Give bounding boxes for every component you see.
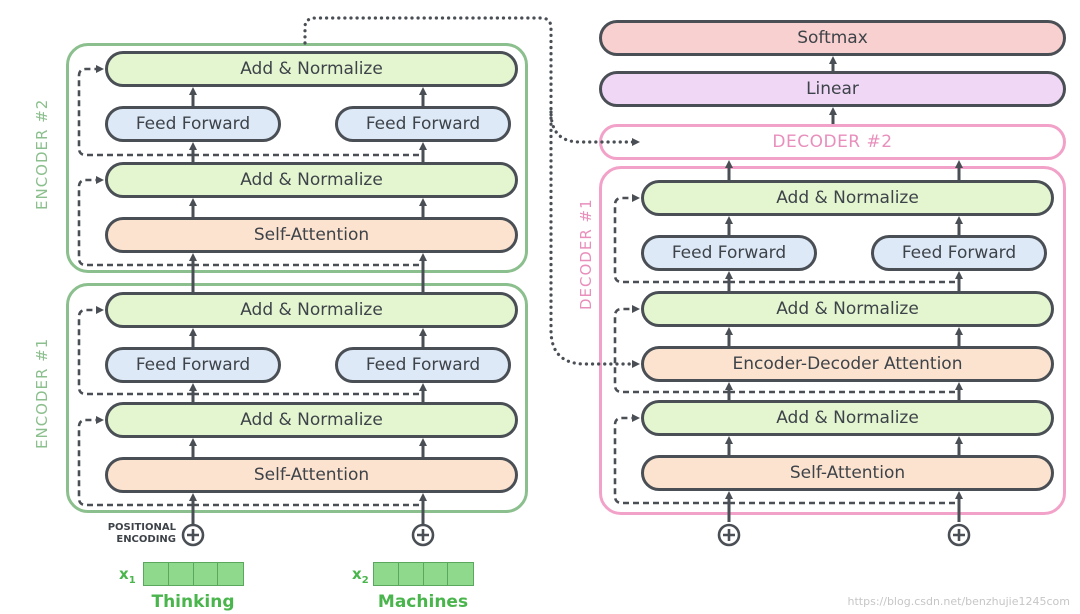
decoder-2-label: DECODER #2 — [772, 132, 893, 152]
positional-encoding-label: POSITIONAL ENCODING — [107, 522, 176, 545]
encoder-1-stack — [66, 283, 528, 513]
dec1-add-normalize-mid: Add & Normalize — [641, 291, 1054, 327]
enc1-add-normalize-top: Add & Normalize — [105, 292, 518, 328]
x1-embedding-vector — [143, 562, 244, 586]
x2-label: x2 — [352, 565, 369, 586]
dec1-add-normalize-top: Add & Normalize — [641, 180, 1054, 216]
input-word-machines: Machines — [377, 592, 469, 612]
watermark: https://blog.csdn.net/benzhujie1245com — [847, 595, 1070, 608]
dec1-feed-forward-left: Feed Forward — [641, 235, 817, 271]
dec1-add-normalize-bottom: Add & Normalize — [641, 400, 1054, 436]
enc1-residual-ffn — [77, 310, 423, 396]
vector-cell — [374, 563, 399, 585]
dec1-residual-ffn — [613, 198, 959, 284]
x2-embedding-vector — [373, 562, 474, 586]
x1-var: x — [119, 565, 129, 583]
x1-sub: 1 — [128, 575, 136, 586]
vector-cell — [168, 563, 194, 585]
enc1-residual-attention — [77, 420, 423, 507]
enc2-self-attention: Self-Attention — [105, 217, 518, 253]
dec1-residual-enc-dec — [613, 309, 959, 394]
enc2-residual-attention — [77, 180, 423, 267]
enc2-add-normalize-top: Add & Normalize — [105, 51, 518, 87]
x2-sub: 2 — [361, 575, 369, 586]
enc1-feed-forward-right: Feed Forward — [335, 347, 511, 383]
vector-cell — [448, 563, 473, 585]
enc2-add-normalize-bottom: Add & Normalize — [105, 162, 518, 198]
dec1-self-attention: Self-Attention — [641, 455, 1054, 491]
enc2-residual-ffn — [77, 69, 423, 157]
positional-encoding-plus-icon — [181, 523, 205, 547]
positional-encoding-plus-icon — [947, 523, 971, 547]
x2-var: x — [352, 565, 362, 583]
encoder-2-stack — [66, 43, 528, 273]
dec1-feed-forward-right: Feed Forward — [871, 235, 1047, 271]
enc1-self-attention: Self-Attention — [105, 457, 518, 493]
positional-encoding-plus-icon — [717, 523, 741, 547]
decoder-2-stack: DECODER #2 — [599, 124, 1066, 160]
vector-cell — [218, 563, 243, 585]
enc1-feed-forward-left: Feed Forward — [105, 347, 281, 383]
softmax-layer: Softmax — [599, 20, 1066, 56]
arrow-layer — [77, 16, 971, 547]
enc1-add-normalize-bottom: Add & Normalize — [105, 402, 518, 438]
vector-cell — [193, 563, 219, 585]
positional-encoding-plus-icon — [411, 523, 435, 547]
enc2-feed-forward-right: Feed Forward — [335, 106, 511, 142]
encoder-to-decoder2-link — [303, 16, 640, 146]
enc2-feed-forward-left: Feed Forward — [105, 106, 281, 142]
encoder-to-decoder1-link — [549, 110, 640, 368]
x1-label: x1 — [119, 565, 136, 586]
vector-cell — [144, 563, 169, 585]
linear-layer: Linear — [599, 71, 1066, 107]
dec1-encoder-decoder-attention: Encoder-Decoder Attention — [641, 346, 1054, 382]
decoder-1-stack — [599, 166, 1066, 515]
vector-cell — [398, 563, 424, 585]
dec1-residual-self-attention — [613, 418, 959, 505]
input-word-thinking: Thinking — [151, 592, 235, 612]
vector-cell — [423, 563, 449, 585]
